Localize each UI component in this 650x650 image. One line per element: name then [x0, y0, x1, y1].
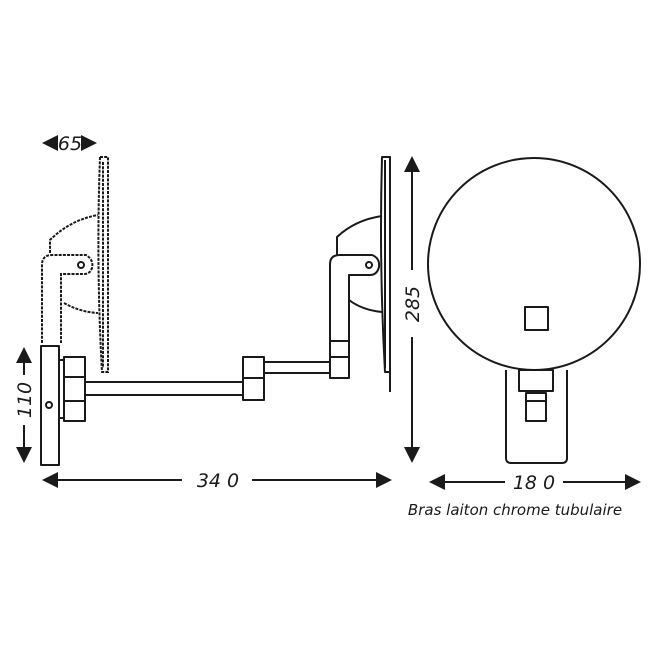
- side-view-arm: [40, 156, 391, 466]
- mirror-housing: [336, 215, 383, 313]
- wall-plate: [40, 345, 60, 466]
- folded-mirror-position: [41, 156, 109, 373]
- dimension-110-label: 110: [14, 382, 36, 418]
- folded-mirror-glass: [97, 156, 109, 373]
- folded-housing: [49, 214, 99, 314]
- dimension-180-label: 18 0: [513, 472, 555, 494]
- dimension-340-label: 34 0: [197, 470, 239, 492]
- folded-pivot-icon: [77, 261, 85, 269]
- dimension-340: 34 0: [42, 470, 392, 492]
- dimension-110: 110: [14, 347, 36, 463]
- folded-arm: [41, 254, 94, 343]
- mirror-glass-side: [380, 156, 391, 373]
- mirror-front-circle: [427, 157, 641, 371]
- wall-nut: [63, 356, 86, 422]
- front-bracket: [505, 370, 568, 464]
- dimension-180: 18 0: [429, 472, 641, 494]
- switch-icon: [524, 306, 549, 331]
- elbow: [329, 254, 381, 379]
- arm-tube: [84, 381, 244, 396]
- dimension-65-label: 65: [58, 133, 82, 155]
- dimension-285: 285: [402, 156, 424, 463]
- dimension-65: 65: [42, 133, 97, 155]
- pivot-icon: [365, 261, 373, 269]
- second-arm-tube: [263, 361, 331, 374]
- caption: Bras laiton chrome tubulaire: [408, 501, 622, 519]
- dimension-285-label: 285: [402, 286, 424, 322]
- front-view: [427, 157, 641, 464]
